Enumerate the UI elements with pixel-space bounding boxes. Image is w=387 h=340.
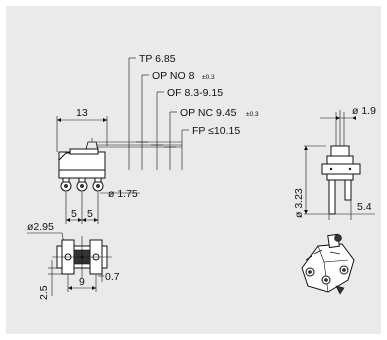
dim-295-label: ø2.95 — [27, 221, 54, 233]
isometric-view — [301, 233, 355, 295]
dim-19-label: ø 1.9 — [352, 105, 376, 117]
dim-spacing-b-label: 5 — [87, 208, 93, 220]
tp-label: TP 6.85 — [139, 53, 176, 65]
dim-hole-dia-label: ø 1.75 — [108, 188, 138, 200]
of-label: OF 8.3-9.15 — [167, 87, 223, 99]
dim-spacing-a-label: 5 — [71, 208, 77, 220]
end-view: ø 1.9 ø 3.23 5.4 — [293, 105, 376, 220]
fp-label: FP ≤10.15 — [192, 125, 240, 137]
travel-dimensions: TP 6.85 OP NO 8 ±0.3 OF 8.3-9.15 OP NC 9… — [128, 53, 259, 170]
side-view: 13 ø 1.75 5 5 — [56, 107, 182, 224]
op-no-tolerance: ±0.3 — [202, 74, 215, 81]
dim-54-label: 5.4 — [357, 201, 372, 213]
dim-9-label: 9 — [79, 276, 85, 288]
bottom-view: ø2.95 2.5 9 0.7 — [27, 221, 120, 300]
dim-07-label: 0.7 — [105, 271, 120, 283]
op-no-label: OP NO 8 — [152, 70, 195, 82]
op-nc-label: OP NC 9.45 — [180, 107, 237, 119]
op-nc-tolerance: ±0.3 — [246, 111, 259, 118]
dim-13-label: 13 — [76, 107, 88, 119]
dim-323-label: ø 3.23 — [293, 188, 305, 218]
dim-25-label: 2.5 — [38, 285, 50, 300]
